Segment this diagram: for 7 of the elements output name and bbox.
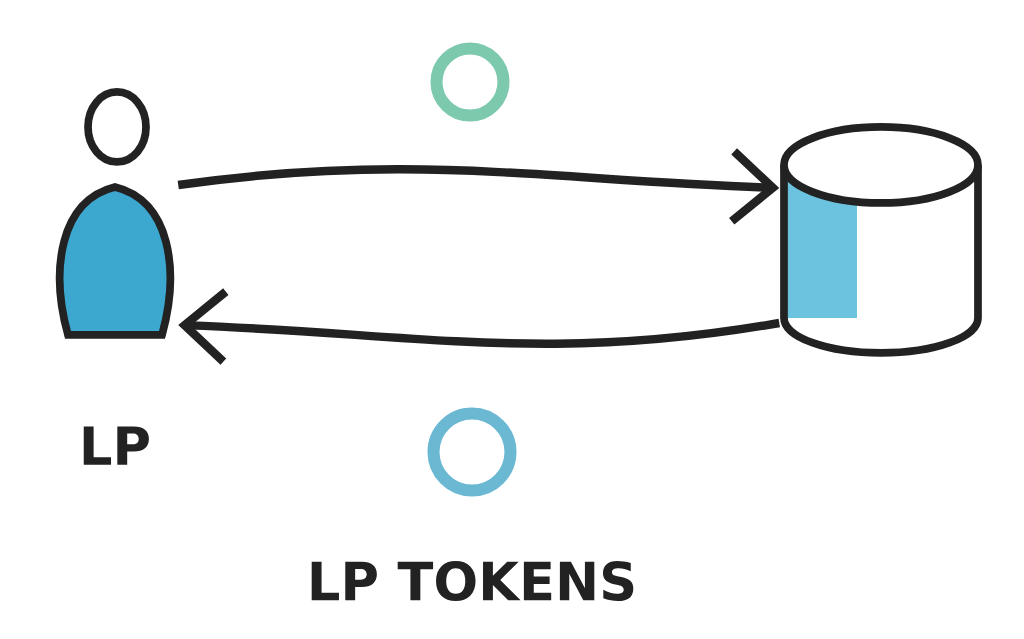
coin-label: LP TOKENS xyxy=(311,561,634,601)
coin-icon xyxy=(430,42,510,122)
arrow xyxy=(177,148,780,225)
coin-icon xyxy=(427,407,517,497)
cylinder-drawing xyxy=(780,123,982,357)
person-label: LP xyxy=(83,426,149,465)
arrow xyxy=(178,288,780,365)
